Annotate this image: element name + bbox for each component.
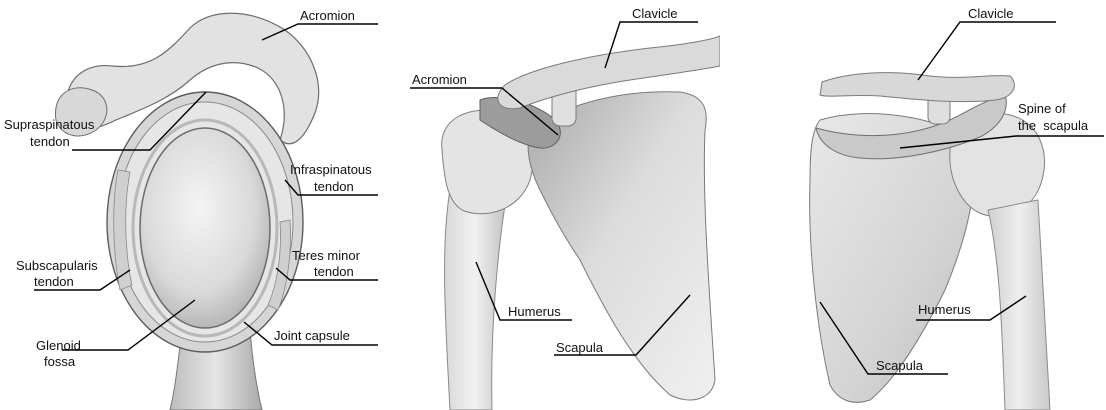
label-spine-of: Spine of bbox=[1018, 101, 1066, 116]
glenoid-fossa-surface bbox=[140, 128, 270, 328]
label-teres-minor: Teres minor bbox=[292, 248, 360, 263]
label-infraspinatous-tendon: tendon bbox=[314, 179, 354, 194]
label-the-scapula: the scapula bbox=[1018, 118, 1088, 133]
panel-anterior-view bbox=[380, 0, 720, 410]
label-humerus-right: Humerus bbox=[918, 302, 971, 317]
label-humerus-middle: Humerus bbox=[508, 304, 561, 319]
label-clavicle-right: Clavicle bbox=[968, 6, 1014, 21]
humerus-bone-right bbox=[988, 200, 1050, 410]
clavicle-bone-right bbox=[820, 73, 1014, 102]
label-joint-capsule: Joint capsule bbox=[274, 328, 350, 343]
label-infraspinatous: Infraspinatous bbox=[290, 162, 372, 177]
label-teres-minor-tendon: tendon bbox=[314, 264, 354, 279]
label-supraspinatous: Supraspinatous bbox=[4, 117, 94, 132]
humerus-bone-middle bbox=[445, 190, 505, 410]
label-scapula-right: Scapula bbox=[876, 358, 923, 373]
label-subscapularis-tendon: tendon bbox=[34, 274, 74, 289]
label-acromion-left: Acromion bbox=[300, 8, 355, 23]
label-glenoid-fossa: fossa bbox=[44, 354, 75, 369]
label-scapula-middle: Scapula bbox=[556, 340, 603, 355]
label-subscapularis: Subscapularis bbox=[16, 258, 98, 273]
label-glenoid: Glenoid bbox=[36, 338, 81, 353]
label-acromion-middle: Acromion bbox=[412, 72, 467, 87]
leader-clavicle-right bbox=[918, 22, 1056, 80]
label-supraspinatous-tendon: tendon bbox=[30, 134, 70, 149]
label-clavicle-middle: Clavicle bbox=[632, 6, 678, 21]
panel-posterior-view bbox=[720, 0, 1106, 410]
